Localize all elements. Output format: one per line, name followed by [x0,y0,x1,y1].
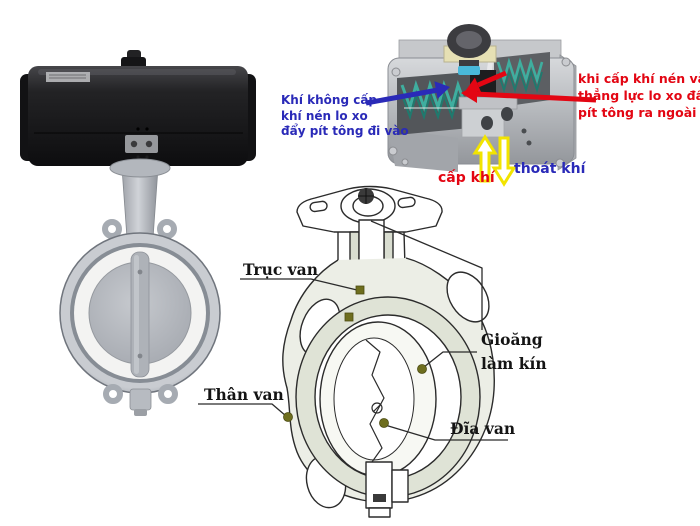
valve-body-photo [59,232,221,394]
air-port-holes [481,107,532,146]
lug-ear [157,219,177,239]
note-line: khi cấp khí nén vào [578,71,700,86]
air-supply-label: cấp khí [438,170,495,186]
drawing-top-flange [296,185,443,233]
actuator-nameplate [125,127,158,159]
spring-chamber-left [397,72,470,135]
drawing-bottom-shaft [365,461,409,518]
note-air-pressure: khi cấp khí nén vào thẳng lực lo xo đẩy … [578,70,700,121]
disc-label: Đĩa van [450,419,516,438]
seal-label-line: Gioăng [481,330,543,349]
indicator-knob [443,24,497,75]
actuator-label-strip [46,72,90,82]
drawing-disc [319,321,437,477]
note-line: pít tông ra ngoài [578,105,697,120]
valve-bottom-lugs [103,384,178,416]
seal-label-line: làm kín [481,354,547,373]
air-pressure-arrow-short [466,70,507,93]
air-exhaust-arrow-down [491,136,517,187]
actuator-cylinder [20,66,256,166]
stem-label: Trục van [243,260,318,279]
valve-neck [102,158,177,253]
note-line: thẳng lực lo xo đẩy [578,88,700,103]
lug-ear [102,219,122,239]
spring-return-arrow [365,81,450,106]
leader-lines [198,220,508,441]
seal-label: Gioăng làm kín [481,328,547,376]
air-supply-arrow-up [472,134,498,183]
note-spring-return: Khí không cấp khí nén lo xo đẩy pít tông… [281,93,409,140]
actuator-cutaway-photo [365,24,596,187]
knob-blue-seal [458,66,480,75]
air-exhaust-label: thoát khí [514,161,586,177]
body-label: Thân van [204,385,284,404]
note-line: đẩy pít tông đi vào [281,124,409,138]
note-line: khí nén lo xo [281,108,368,123]
part-marker-dots [283,285,427,428]
butterfly-valve-actuator-photo [20,50,256,416]
note-line: Khí không cấp [281,93,378,107]
valve-cross-section-drawing [198,185,508,518]
